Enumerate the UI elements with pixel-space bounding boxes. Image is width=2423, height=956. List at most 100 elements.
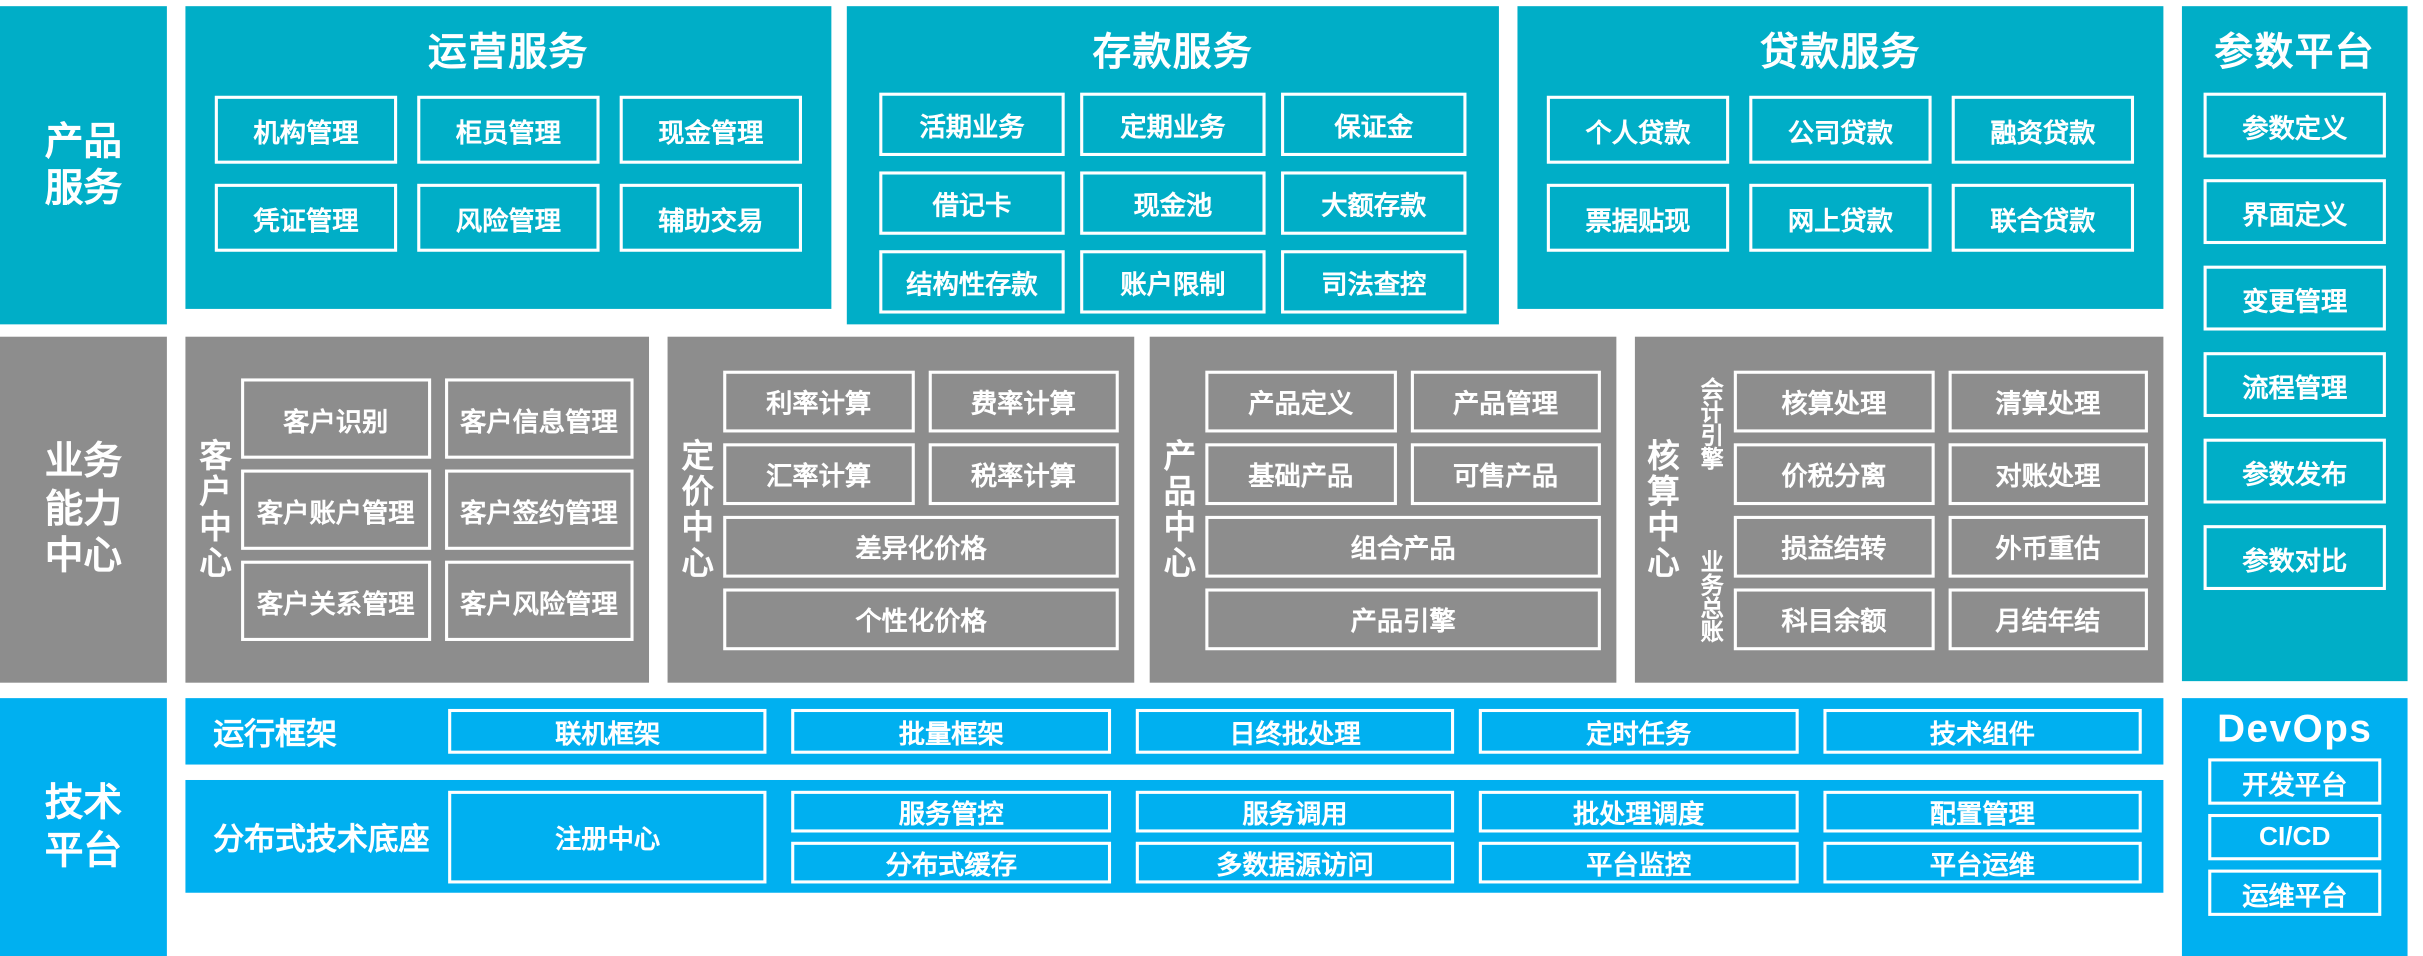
service-box-margin-deposit[interactable]: 保证金 (1281, 92, 1467, 156)
tech-box-registry-center[interactable]: 注册中心 (448, 790, 768, 883)
tech-box-batch-framework[interactable]: 批量框架 (791, 708, 1111, 754)
param-box-compare[interactable]: 参数对比 (2203, 525, 2386, 591)
service-box-auxiliary-trade[interactable]: 辅助交易 (619, 183, 803, 252)
accounting-center-row: 价税分离 对账处理 (1733, 442, 2148, 505)
group-deposit-services: 存款服务 活期业务 定期业务 保证金 借记卡 现金池 大额存款 结构性存款 账户… (846, 6, 1499, 325)
service-box-syndicated-loan[interactable]: 联合贷款 (1951, 183, 2135, 252)
tech-box-batch-scheduling[interactable]: 批处理调度 (1479, 790, 1799, 832)
cap-box-profit-loss-carryover[interactable]: 损益结转 (1733, 515, 1934, 577)
cap-box-price-tax-separation[interactable]: 价税分离 (1733, 442, 1934, 505)
group-pricing-center: 定价中心 利率计算 费率计算 汇率计算 税率计算 差异化价格 个性化价格 (667, 336, 1135, 683)
cap-box-product-definition[interactable]: 产品定义 (1205, 369, 1397, 432)
customer-center-row: 客户识别 客户信息管理 (241, 378, 634, 459)
cap-box-customer-account-mgmt[interactable]: 客户账户管理 (241, 469, 431, 550)
cap-box-reconciliation[interactable]: 对账处理 (1947, 442, 2148, 505)
param-box-definition[interactable]: 参数定义 (2203, 92, 2386, 158)
product-center-row: 产品引擎 (1205, 587, 1601, 650)
cap-box-basic-product[interactable]: 基础产品 (1205, 442, 1397, 505)
devops-box-dev-platform[interactable]: 开发平台 (2208, 758, 2382, 805)
tech-box-config-management[interactable]: 配置管理 (1822, 790, 2142, 832)
cap-box-month-year-end[interactable]: 月结年结 (1947, 587, 2148, 650)
service-box-structured-deposit[interactable]: 结构性存款 (879, 250, 1065, 314)
tech-column: 日终批处理 (1135, 708, 1455, 754)
tech-column: 批处理调度 平台监控 (1479, 790, 1799, 883)
param-box-publish[interactable]: 参数发布 (2203, 438, 2386, 504)
cap-box-interest-rate-calc[interactable]: 利率计算 (723, 369, 915, 432)
service-box-bill-discount[interactable]: 票据贴现 (1546, 183, 1730, 252)
devops-box-ops-platform[interactable]: 运维平台 (2208, 869, 2382, 916)
cap-box-customer-relation-mgmt[interactable]: 客户关系管理 (241, 560, 431, 641)
parameter-platform-grid: 参数定义 界面定义 变更管理 流程管理 参数发布 参数对比 (2203, 92, 2386, 591)
vlabel-accounting-center: 核算中心 (1643, 438, 1679, 581)
tech-box-platform-ops[interactable]: 平台运维 (1822, 841, 2142, 883)
distributed-base-cells: 注册中心 服务管控 分布式缓存 服务调用 多数据源访问 批处理调度 平台监控 配… (448, 790, 2163, 883)
customer-center-row: 客户关系管理 客户风险管理 (241, 560, 634, 641)
service-box-large-deposit[interactable]: 大额存款 (1281, 171, 1467, 235)
service-box-debit-card[interactable]: 借记卡 (879, 171, 1065, 235)
cap-box-sellable-product[interactable]: 可售产品 (1410, 442, 1601, 505)
cap-box-personalized-price[interactable]: 个性化价格 (723, 587, 1119, 650)
tech-box-online-framework[interactable]: 联机框架 (448, 708, 768, 754)
lane-label-product-services-text: 产品服务 (44, 119, 123, 211)
service-box-risk-management[interactable]: 风险管理 (417, 183, 600, 252)
group-product-center: 产品中心 产品定义 产品管理 基础产品 可售产品 组合产品 产品引擎 (1149, 336, 1617, 683)
service-box-org-management[interactable]: 机构管理 (214, 95, 398, 164)
service-box-cash-pool[interactable]: 现金池 (1080, 171, 1266, 235)
service-box-teller-management[interactable]: 柜员管理 (417, 95, 600, 164)
service-box-financing-loan[interactable]: 融资贷款 (1951, 95, 2135, 164)
tech-box-service-invocation[interactable]: 服务调用 (1135, 790, 1455, 832)
cap-box-accounting-processing[interactable]: 核算处理 (1733, 369, 1934, 432)
service-box-voucher-management[interactable]: 凭证管理 (214, 183, 398, 252)
service-box-corporate-loan[interactable]: 公司贷款 (1749, 95, 1932, 164)
service-box-account-restriction[interactable]: 账户限制 (1080, 250, 1266, 314)
cap-box-customer-risk-mgmt[interactable]: 客户风险管理 (444, 560, 634, 641)
accounting-center-items: 核算处理 清算处理 价税分离 对账处理 损益结转 外币重估 科目余额 月结年结 (1733, 337, 2164, 683)
tech-box-platform-monitoring[interactable]: 平台监控 (1479, 841, 1799, 883)
product-center-row: 基础产品 可售产品 (1205, 442, 1601, 505)
cap-box-differential-price[interactable]: 差异化价格 (723, 515, 1119, 577)
panel-title-parameter-platform: 参数平台 (2214, 30, 2376, 75)
vlabel-customer-center: 客户中心 (195, 438, 232, 581)
runtime-framework-cells: 联机框架 批量框架 日终批处理 定时任务 技术组件 (448, 708, 2163, 754)
service-box-judicial-control[interactable]: 司法查控 (1281, 250, 1467, 314)
cap-box-customer-identification[interactable]: 客户识别 (241, 378, 431, 459)
cap-box-tax-rate-calc[interactable]: 税率计算 (927, 442, 1119, 505)
accounting-sublabels: 会计引擎 业务总账 (1687, 337, 1733, 683)
cap-box-product-management[interactable]: 产品管理 (1410, 369, 1601, 432)
cap-box-product-engine[interactable]: 产品引擎 (1205, 587, 1601, 650)
cap-box-fx-revaluation[interactable]: 外币重估 (1947, 515, 2148, 577)
tech-box-distributed-cache[interactable]: 分布式缓存 (791, 841, 1111, 883)
technical-platform-band: 技术平台 运行框架 联机框架 批量框架 日终批处理 定时任务 技术组件 (0, 698, 2164, 956)
group-accounting-center: 核算中心 会计引擎 业务总账 核算处理 清算处理 价税分离 对账处理 损益结转 … (1634, 336, 2164, 683)
lane-label-business-capability: 业务能力中心 (0, 336, 167, 683)
cap-box-customer-contract-mgmt[interactable]: 客户签约管理 (444, 469, 634, 550)
tech-box-scheduled-task[interactable]: 定时任务 (1479, 708, 1799, 754)
tech-column: 批量框架 (791, 708, 1111, 754)
tech-box-service-governance[interactable]: 服务管控 (791, 790, 1111, 832)
tech-box-eod-batch[interactable]: 日终批处理 (1135, 708, 1455, 754)
tech-box-technical-component[interactable]: 技术组件 (1822, 708, 2142, 754)
tech-column: 联机框架 (448, 708, 768, 754)
cap-box-fee-rate-calc[interactable]: 费率计算 (927, 369, 1119, 432)
cap-box-customer-info-mgmt[interactable]: 客户信息管理 (444, 378, 634, 459)
cap-box-combined-product[interactable]: 组合产品 (1205, 515, 1601, 577)
cap-box-subject-balance[interactable]: 科目余额 (1733, 587, 1934, 650)
service-box-personal-loan[interactable]: 个人贷款 (1546, 95, 1730, 164)
param-box-process-mgmt[interactable]: 流程管理 (2203, 352, 2386, 418)
param-box-ui-definition[interactable]: 界面定义 (2203, 179, 2386, 245)
pricing-center-row: 差异化价格 (723, 515, 1119, 577)
cap-box-exchange-rate-calc[interactable]: 汇率计算 (723, 442, 915, 505)
pricing-center-row: 个性化价格 (723, 587, 1119, 650)
service-box-online-loan[interactable]: 网上贷款 (1749, 183, 1932, 252)
group-customer-center: 客户中心 客户识别 客户信息管理 客户账户管理 客户签约管理 客户关系管理 客户… (185, 336, 650, 683)
devops-box-cicd[interactable]: CI/CD (2208, 813, 2382, 861)
service-box-time-deposit[interactable]: 定期业务 (1080, 92, 1266, 156)
deposit-services-grid: 活期业务 定期业务 保证金 借记卡 现金池 大额存款 结构性存款 账户限制 司法… (879, 92, 1467, 314)
tech-column: 服务管控 分布式缓存 (791, 790, 1111, 883)
cap-box-settlement-processing[interactable]: 清算处理 (1947, 369, 2148, 432)
service-box-demand-deposit[interactable]: 活期业务 (879, 92, 1065, 156)
param-box-change-mgmt[interactable]: 变更管理 (2203, 265, 2386, 331)
tech-box-multi-datasource[interactable]: 多数据源访问 (1135, 841, 1455, 883)
lane-label-technical-platform-text: 技术平台 (44, 781, 123, 872)
service-box-cash-management[interactable]: 现金管理 (619, 95, 803, 164)
